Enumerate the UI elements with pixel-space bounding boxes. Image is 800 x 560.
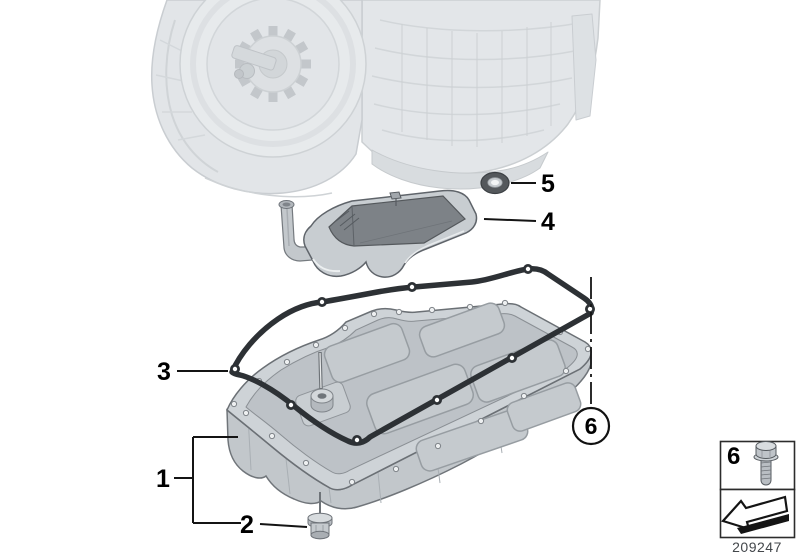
callout-1[interactable]: 1 [156, 465, 170, 493]
oil-pan[interactable] [226, 299, 592, 510]
callout-4[interactable]: 4 [541, 208, 555, 236]
callout-2[interactable]: 2 [240, 511, 254, 539]
callout-6-label: 6 [585, 413, 598, 439]
legend-screw-label: 6 [727, 443, 740, 470]
pan-rib-pockets [323, 302, 582, 472]
callout-line-2 [259, 523, 308, 528]
callout-6-circle[interactable]: 6 [571, 406, 611, 446]
callout-bracket-1 [174, 436, 241, 524]
flange-bolt-icon [753, 441, 779, 486]
callout-5[interactable]: 5 [541, 170, 555, 198]
transmission-graphic [150, 0, 601, 198]
seal-washer[interactable] [480, 171, 510, 195]
callout-3[interactable]: 3 [157, 358, 171, 386]
oil-filter[interactable] [278, 189, 478, 278]
direction-arrow-icon [721, 495, 789, 534]
legend: 6 209247 [719, 440, 796, 555]
callout-line-4 [483, 218, 537, 222]
drain-plug[interactable] [307, 492, 333, 540]
pan-gasket[interactable] [229, 264, 595, 446]
gasket-bolt-tabs [230, 264, 595, 445]
pan-bolt-holes [230, 299, 592, 486]
diagram-number: 209247 [732, 539, 782, 555]
